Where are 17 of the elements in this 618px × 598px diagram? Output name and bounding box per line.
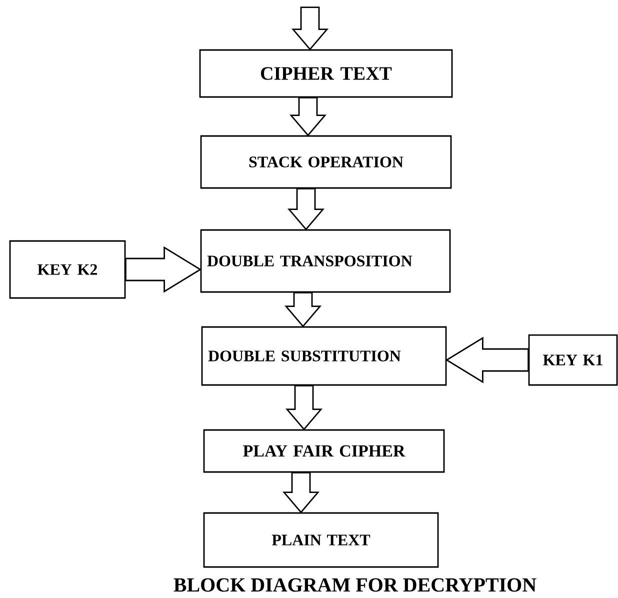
key-box: KEY K1 [528,334,618,386]
process-box: CIPHER TEXT [199,49,453,98]
key-box: KEY K2 [9,240,126,299]
process-box: PLAIN TEXT [203,512,439,568]
block-arrow [290,97,327,136]
block-arrow [284,292,322,328]
block-arrow [288,188,325,230]
block-arrow [282,472,320,514]
block-arrow [292,6,329,50]
block-arrow [125,246,202,293]
block-arrow [286,385,323,430]
process-box: PLAY FAIR CIPHER [203,429,445,473]
process-box: DOUBLE TRANSPOSITION [200,229,451,293]
caption-text: BLOCK DIAGRAM FOR DECRYPTION [174,578,536,592]
process-box: DOUBLE SUBSTITUTION [201,326,447,386]
process-box: STACK OPERATION [200,135,452,189]
block-arrow [445,336,529,384]
